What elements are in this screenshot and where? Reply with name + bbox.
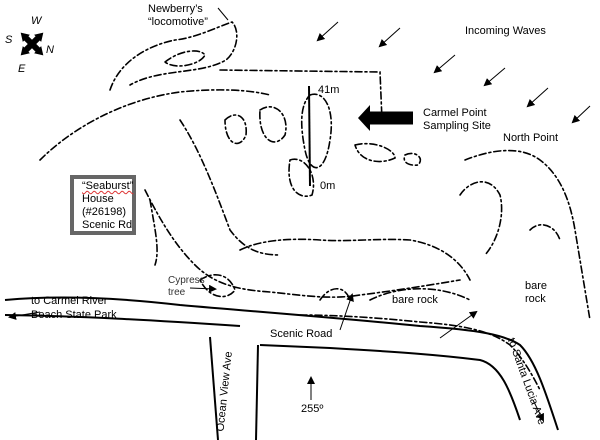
locomotive-label: “locomotive” [148,16,208,28]
compass-south: S [5,34,13,46]
compass-east: E [18,63,26,75]
carmel-river-label-2: Beach State Park [31,309,117,321]
carmel-river-label-1: to Carmel River [31,295,108,307]
compass-west: W [31,15,42,27]
locomotive-pointer [217,7,229,21]
roads [4,296,559,440]
access-arrow-2-icon [439,310,478,339]
compass-north: N [46,44,54,56]
transect-line [308,85,311,187]
bare-rock-label-2a: bare [525,280,548,292]
bare-rock-label-2b: rock [525,293,546,305]
cypress-label-2: tree [168,287,186,298]
transect-bottom-label: 0m [320,180,336,192]
incoming-waves-label: Incoming Waves [465,25,546,37]
house-name: “Seaburst” [82,180,134,192]
cypress-pointer [189,284,217,293]
north-point-label: North Point [503,132,559,144]
house-line4: Scenic Rd [82,219,133,231]
bare-rock-label-1: bare rock [392,294,438,306]
sampling-site-arrow-icon [358,105,413,132]
access-arrow-1-icon [339,293,354,331]
seaburst-house-box: “Seaburst” House (#26198) Scenic Rd [70,175,136,235]
newberry-label: Newberry’s [148,3,203,15]
cypress-label-1: Cypress [168,275,205,286]
house-line2: House [82,193,114,205]
bearing-label: 255º [301,403,324,415]
wave-arrows [316,21,591,124]
santa-lucia-arrow-icon [532,399,544,422]
scenic-road-label: Scenic Road [270,328,333,340]
house-line3: (#26198) [82,206,127,218]
carmel-river-arrow-icon [8,311,41,320]
sampling-site-label-2: Sampling Site [423,120,491,132]
sampling-site-label-1: Carmel Point [423,107,487,119]
transect-top-label: 41m [318,84,340,96]
compass-rose-icon [20,32,44,56]
